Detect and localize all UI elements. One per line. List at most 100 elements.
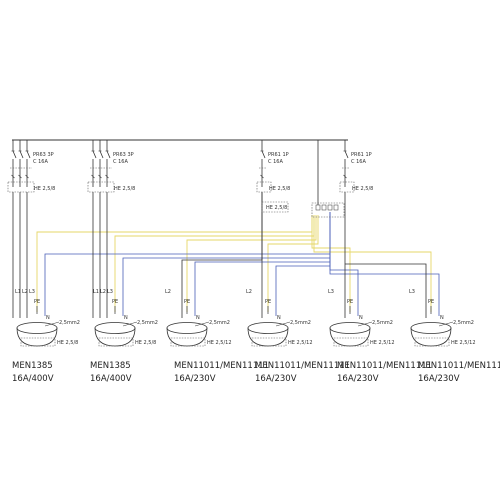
socket-phase-label: L2 bbox=[100, 289, 106, 295]
terminal-block: HE 2,5/8 bbox=[261, 201, 345, 218]
socket-pe-label: PE bbox=[112, 299, 118, 305]
socket-model: MEN1385 bbox=[12, 361, 53, 371]
terminal-box bbox=[7, 181, 35, 193]
socket-model: MEN11011/MEN11111 bbox=[418, 361, 500, 371]
socket-terminal-box bbox=[414, 337, 450, 347]
socket-body bbox=[410, 327, 452, 347]
cable-pointer bbox=[44, 321, 60, 327]
breaker-tick bbox=[91, 174, 95, 179]
socket-n-label: N bbox=[359, 315, 363, 321]
socket-n-label: N bbox=[440, 315, 444, 321]
socket-model: MEN1385 bbox=[90, 361, 131, 371]
breaker-1: PR63 3PC 16A HE 2,5/8 bbox=[7, 140, 55, 193]
socket-phase-label: L3 bbox=[29, 289, 35, 295]
socket-rating: 16A/230V bbox=[337, 374, 379, 384]
terminal-label: HE 2,5/8 bbox=[352, 186, 373, 192]
cable-pointer bbox=[122, 321, 138, 327]
socket-contact-label: HE 2,5/12 bbox=[207, 340, 232, 346]
socket-body bbox=[94, 327, 136, 347]
earth-wire-3 bbox=[186, 215, 317, 312]
breaker-contact bbox=[12, 150, 17, 159]
socket-model: MEN11011/MEN11111 bbox=[337, 361, 432, 371]
socket-model: MEN11011/MEN11111 bbox=[255, 361, 350, 371]
socket-body bbox=[329, 327, 371, 347]
breaker-rating: C 16A bbox=[351, 159, 366, 165]
neutral-wire-6 bbox=[329, 212, 440, 316]
socket-cable-label: 2,5mm2 bbox=[290, 320, 311, 326]
earth-wire-2 bbox=[114, 215, 315, 312]
phase-wire bbox=[345, 263, 427, 318]
socket-phase-label: L3 bbox=[107, 289, 113, 295]
socket-n-label: N bbox=[277, 315, 281, 321]
terminal-label: HE 2,5/8 bbox=[34, 186, 55, 192]
breaker-contact bbox=[261, 150, 266, 159]
neutral-wire-2 bbox=[122, 212, 331, 316]
terminal-screw bbox=[327, 204, 333, 211]
breaker-rating: C 16A bbox=[33, 159, 48, 165]
socket-rating: 16A/230V bbox=[418, 374, 460, 384]
breaker-label: PR61 1P bbox=[351, 152, 372, 158]
socket-terminal-box bbox=[333, 337, 369, 347]
earth-wire-1 bbox=[36, 215, 313, 312]
socket-contact-label: HE 2,5/12 bbox=[288, 340, 313, 346]
cable-pointer bbox=[194, 321, 210, 327]
terminal-screw bbox=[333, 204, 339, 211]
socket-body bbox=[16, 327, 58, 347]
socket-terminal-box bbox=[170, 337, 206, 347]
earth-wire-4 bbox=[267, 215, 319, 312]
breaker-rating: C 16A bbox=[268, 159, 283, 165]
socket-phase-label: L2 bbox=[246, 289, 252, 295]
terminal-box bbox=[256, 181, 272, 193]
cable-pointer bbox=[438, 321, 454, 327]
socket-phase-label: L3 bbox=[409, 289, 415, 295]
socket-contact-label: HE 2,5/8 bbox=[57, 340, 78, 346]
breaker-label: PR63 3P bbox=[113, 152, 134, 158]
breaker-rating: C 16A bbox=[113, 159, 128, 165]
breaker-tick bbox=[105, 174, 109, 179]
socket-n-label: N bbox=[46, 315, 50, 321]
socket-model: MEN11011/MEN11111 bbox=[174, 361, 269, 371]
breaker-tick bbox=[343, 174, 347, 179]
neutral-wire-3 bbox=[194, 212, 331, 316]
socket-n-label: N bbox=[124, 315, 128, 321]
socket-phase-label: L2 bbox=[165, 289, 171, 295]
socket-pe-label: PE bbox=[428, 299, 434, 305]
terminal-screw bbox=[321, 204, 327, 211]
socket-phase-label: L3 bbox=[328, 289, 334, 295]
socket-cable-label: 2,5mm2 bbox=[209, 320, 230, 326]
socket-body bbox=[247, 327, 289, 347]
wires-layer bbox=[12, 139, 440, 318]
breaker-tick bbox=[260, 174, 264, 179]
socket-terminal-box bbox=[20, 337, 56, 347]
terminal-box bbox=[87, 181, 115, 193]
neutral-terminal-box bbox=[311, 202, 345, 218]
terminal-label: HE 2,5/8 bbox=[114, 186, 135, 192]
socket-phase-label: L2 bbox=[22, 289, 28, 295]
breaker-contact bbox=[19, 150, 24, 159]
terminal-label: HE 2,5/8 bbox=[269, 186, 290, 192]
breaker-contact bbox=[92, 150, 97, 159]
phase-wire bbox=[181, 192, 263, 318]
socket-n-label: N bbox=[196, 315, 200, 321]
socket-rating: 16A/230V bbox=[174, 374, 216, 384]
breaker-2: PR63 3PC 16A HE 2,5/8 bbox=[87, 140, 135, 193]
socket-pe-label: PE bbox=[347, 299, 353, 305]
breaker-label: PR63 3P bbox=[33, 152, 54, 158]
earth-wire-5 bbox=[311, 215, 351, 312]
socket-cable-label: 2,5mm2 bbox=[59, 320, 80, 326]
socket-phase-label: L1 bbox=[93, 289, 99, 295]
breaker-contact bbox=[26, 150, 31, 159]
breaker-tick bbox=[11, 174, 15, 179]
breaker-4: PR61 1PC 16A HE 2,5/8 bbox=[339, 140, 373, 193]
breaker-contact bbox=[344, 150, 349, 159]
breaker-tick bbox=[18, 174, 22, 179]
breaker-tick bbox=[98, 174, 102, 179]
